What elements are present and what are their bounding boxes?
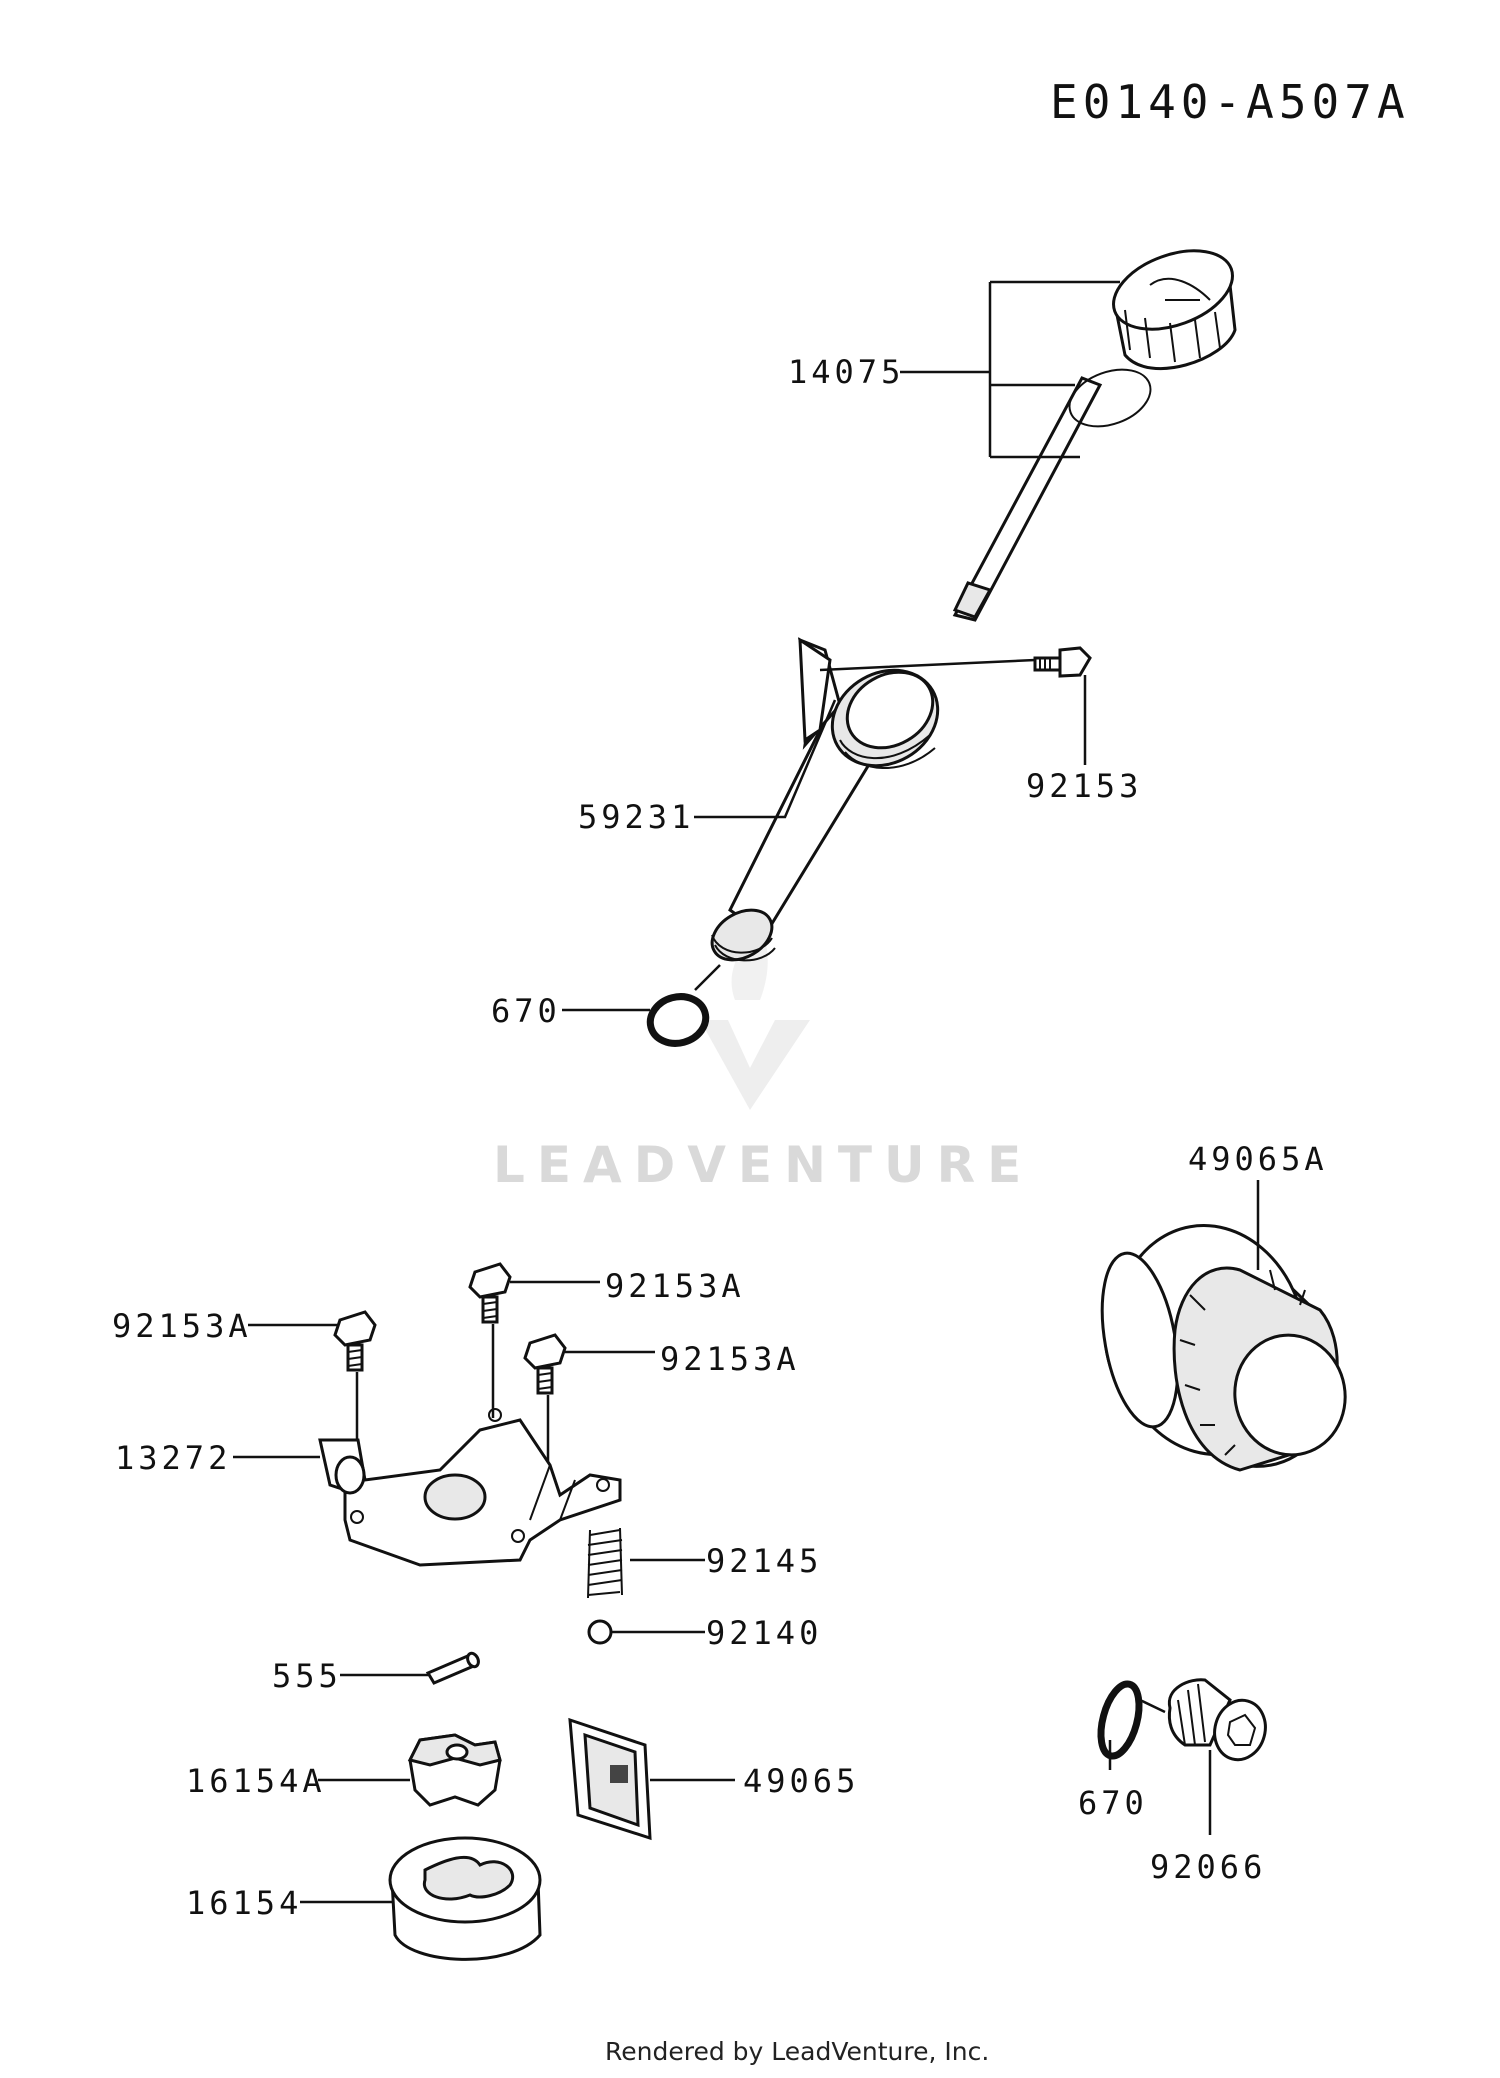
label-49065A: 49065A <box>1188 1140 1328 1178</box>
o-ring-670-bottom[interactable] <box>1094 1680 1146 1760</box>
label-92145: 92145 <box>706 1542 822 1580</box>
label-92153A-3: 92153A <box>660 1340 800 1378</box>
label-92153: 92153 <box>1026 767 1142 805</box>
label-14075: 14075 <box>788 353 904 391</box>
bolt-92153[interactable] <box>1033 646 1092 678</box>
label-92066: 92066 <box>1150 1848 1266 1886</box>
oil-filler-tube-59231[interactable] <box>703 637 955 970</box>
pin-555[interactable] <box>425 1651 480 1685</box>
label-92140: 92140 <box>706 1614 822 1652</box>
label-13272: 13272 <box>115 1439 231 1477</box>
leader-92153 <box>819 658 1087 765</box>
leader-92153A-3 <box>546 1350 655 1480</box>
gasket-49065[interactable] <box>568 1717 652 1841</box>
label-49065: 49065 <box>743 1762 859 1800</box>
bolt-92153A-1[interactable] <box>333 1310 377 1372</box>
label-670-bottom: 670 <box>1078 1784 1148 1822</box>
watermark-text: LEADVENTURE <box>493 1136 1033 1194</box>
bolt-92153A-3[interactable] <box>523 1333 567 1395</box>
outer-rotor-16154[interactable] <box>388 1836 542 1961</box>
label-92153A-2: 92153A <box>605 1267 745 1305</box>
spring-92145[interactable] <box>587 1527 623 1599</box>
label-16154A: 16154A <box>186 1762 326 1800</box>
diagram-id: E0140-A507A <box>1050 75 1410 129</box>
dipstick-14075[interactable] <box>952 236 1243 622</box>
leader-92153A-2 <box>491 1280 600 1418</box>
leader-59231 <box>694 699 837 819</box>
leader-670-bottom <box>1108 1698 1166 1770</box>
label-555: 555 <box>272 1657 342 1695</box>
oil-filter-49065A[interactable] <box>1090 1210 1354 1472</box>
label-670-top: 670 <box>491 992 561 1030</box>
label-16154: 16154 <box>186 1884 302 1922</box>
o-ring-670-top[interactable] <box>645 991 711 1050</box>
plate-13272[interactable] <box>318 1408 622 1567</box>
bolt-92153A-2[interactable] <box>468 1262 512 1324</box>
footer-credit: Rendered by LeadVenture, Inc. <box>605 2037 989 2066</box>
label-59231: 59231 <box>578 798 694 836</box>
leader-14075 <box>900 280 1120 459</box>
drain-plug-92066[interactable] <box>1167 1678 1272 1766</box>
ball-92140[interactable] <box>587 1619 613 1645</box>
leader-670-top <box>562 964 721 1012</box>
inner-rotor-16154A[interactable] <box>407 1733 502 1807</box>
label-92153A-1: 92153A <box>112 1307 252 1345</box>
